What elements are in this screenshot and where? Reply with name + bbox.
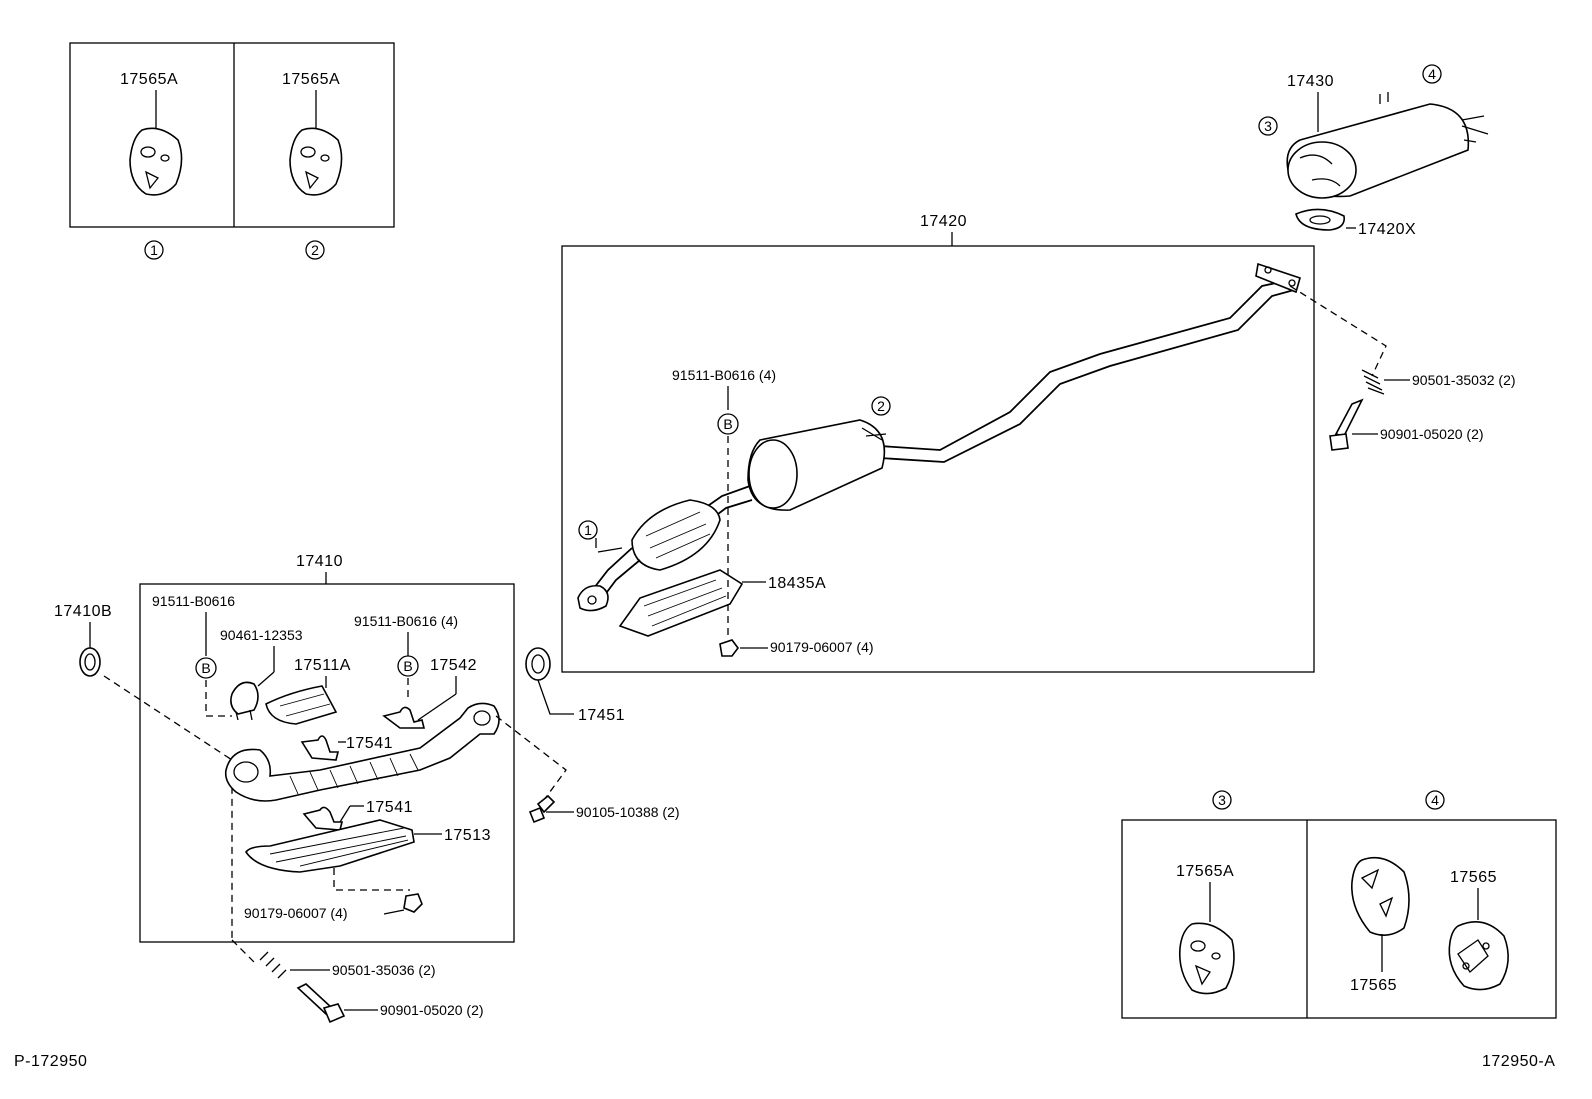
tail-muffler-17430: 17430 3 4: [1258, 64, 1489, 199]
part-label: 90901-05020 (2): [1380, 426, 1484, 442]
part-label: 17565A: [282, 71, 340, 88]
callout-3-box: [1212, 790, 1232, 810]
part-label: 17420X: [1358, 221, 1416, 238]
part-label: 91511-B0616 (4): [354, 613, 458, 629]
callout-b-right: [397, 655, 419, 677]
hanger-17565A-variant-2: 17565A: [282, 71, 343, 196]
part-label: 17541: [366, 799, 413, 816]
part-label: 17565: [1350, 977, 1397, 994]
part-label: 17565: [1450, 869, 1497, 886]
tailpipe-assembly-box-17420: 17420: [561, 213, 1315, 673]
variant-box-bottom-right: 3 4: [1121, 790, 1557, 1019]
callout-1-main: [578, 520, 598, 540]
svg-text:B: B: [723, 416, 732, 432]
callout-2: 2: [305, 240, 325, 260]
bracket-17542: 17542: [382, 657, 477, 729]
svg-text:B: B: [201, 660, 210, 676]
svg-text:1: 1: [150, 242, 158, 258]
bracket-17541-lower: 17541: [302, 799, 413, 831]
diagram-id-left: P-172950: [14, 1053, 87, 1070]
bolt-91511-B0616-left: 91511-B0616 B: [152, 593, 235, 717]
front-pipe-17410: [224, 702, 567, 802]
heat-insulator-17513: 17513: [245, 819, 491, 891]
callout-b-left: [195, 657, 217, 679]
part-label: 90105-10388 (2): [576, 804, 680, 820]
part-label: 91511-B0616 (4): [672, 367, 776, 383]
bolt-91511-B0616-right: 91511-B0616 (4) B: [354, 613, 458, 702]
svg-text:2: 2: [877, 398, 885, 414]
gasket-17420X: 17420X: [1295, 208, 1416, 238]
clamp-90461-12353: 90461-12353: [220, 627, 303, 721]
part-label: 90179-06007 (4): [770, 639, 874, 655]
callout-4-top: [1422, 64, 1442, 84]
svg-text:2: 2: [311, 242, 319, 258]
callout-2-main: [871, 396, 891, 416]
hanger-17565-variant-4b: 17565: [1448, 869, 1509, 991]
part-label: 17410: [296, 553, 343, 570]
bolt-90901-05020-top: 90901-05020 (2): [1329, 398, 1484, 451]
insulator-17511A: 17511A: [265, 657, 351, 725]
bolt-90105-10388: 90105-10388 (2): [528, 794, 680, 824]
hanger-17565-variant-4a: 17565: [1350, 856, 1410, 994]
callout-b-main: [717, 413, 739, 435]
svg-text:1: 1: [584, 522, 592, 538]
svg-text:3: 3: [1218, 792, 1226, 808]
bolt-90901-05020-low: 90901-05020 (2): [296, 983, 484, 1024]
heat-insulator-18435A: 18435A: [618, 569, 826, 637]
tailpipe-17420: 1 2: [577, 262, 1301, 612]
callout-1: 1: [144, 240, 164, 260]
part-label: 18435A: [768, 575, 826, 592]
nut-90179-06007-lower: 90179-06007 (4): [244, 893, 423, 921]
part-label: 17565A: [1176, 863, 1234, 880]
part-label: 90501-35032 (2): [1412, 372, 1516, 388]
part-label: 17565A: [120, 71, 178, 88]
part-label: 90461-12353: [220, 627, 303, 643]
gasket-17451: 17451: [525, 647, 625, 724]
nut-90179-06007-main: 90179-06007 (4): [719, 639, 874, 657]
part-label: 17541: [346, 735, 393, 752]
front-pipe-box-17410: 17410: [139, 553, 515, 943]
hanger-17565A-variant-1: 17565A: [120, 71, 183, 196]
part-label: 17511A: [294, 657, 351, 674]
spring-90501-35032: 90501-35032 (2): [1289, 285, 1516, 395]
bracket-17541-upper: 17541: [300, 735, 393, 761]
svg-text:3: 3: [1264, 118, 1272, 134]
part-label: 17420: [920, 213, 967, 230]
spring-90501-35036: 90501-35036 (2): [231, 939, 436, 979]
part-label: 17542: [430, 657, 477, 674]
diagram-id-right: 172950-A: [1482, 1053, 1555, 1070]
part-label: 17410B: [54, 603, 112, 620]
part-label: 90901-05020 (2): [380, 1002, 484, 1018]
bolt-91511-B0616-main: 91511-B0616 (4) B: [672, 367, 776, 638]
svg-text:4: 4: [1428, 66, 1436, 82]
part-label: 91511-B0616: [152, 593, 235, 609]
part-label: 17513: [444, 827, 491, 844]
part-label: 17451: [578, 707, 625, 724]
hanger-17565A-variant-3: 17565A: [1176, 863, 1235, 995]
variant-box-top-left: [69, 42, 395, 228]
svg-text:4: 4: [1431, 792, 1439, 808]
part-label: 17430: [1287, 73, 1334, 90]
callout-4-box: [1425, 790, 1445, 810]
part-label: 90501-35036 (2): [332, 962, 436, 978]
part-label: 90179-06007 (4): [244, 905, 348, 921]
callout-3-top: [1258, 116, 1278, 136]
gasket-17410B: 17410B: [54, 603, 233, 940]
svg-text:B: B: [403, 658, 412, 674]
